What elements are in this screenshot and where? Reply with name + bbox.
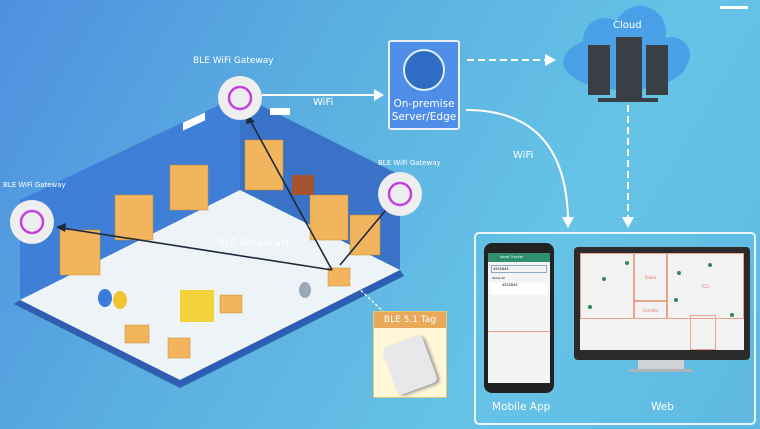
app-title: Asset Tracker bbox=[488, 253, 550, 262]
wifi-label-2: WiFi bbox=[513, 150, 534, 161]
room-corridor: Corridor bbox=[634, 301, 667, 319]
mobile-floor-map bbox=[488, 331, 550, 372]
wifi-label-1: WiFi bbox=[313, 97, 334, 108]
room-stairs: Stairs bbox=[634, 253, 667, 301]
server-label-line1: On-premise bbox=[393, 98, 455, 110]
mobile-app-caption: Mobile App bbox=[492, 401, 551, 413]
room-icu: ICU bbox=[667, 253, 744, 319]
web-monitor: Stairs ICU Corridor bbox=[574, 247, 750, 372]
gateway-left-label: BLE WiFi Gateway bbox=[3, 181, 66, 189]
server-label-line2: Server/Edge bbox=[391, 111, 457, 123]
web-floor-map: Stairs ICU Corridor bbox=[580, 253, 744, 350]
ble-tag-label: BLE 5.1 Tag bbox=[374, 312, 446, 328]
show-all-checkbox[interactable]: Show all bbox=[492, 276, 505, 280]
ble-broadcast-label: BLE Broadcast bbox=[218, 238, 291, 249]
cloud-label: Cloud bbox=[613, 20, 642, 31]
gateway-right-label: BLE WiFi Gateway bbox=[378, 159, 441, 167]
web-caption: Web bbox=[651, 401, 674, 413]
cloud-icon bbox=[563, 6, 690, 102]
tag-device-icon bbox=[381, 334, 439, 396]
ble-tag-card: BLE 5.1 Tag bbox=[373, 311, 447, 398]
mobile-phone: Asset Tracker 4552845 Show all 4552845 bbox=[484, 243, 554, 393]
gateway-icon bbox=[10, 76, 422, 244]
client-apps-panel bbox=[474, 232, 756, 425]
server-icon bbox=[403, 49, 445, 91]
gateway-top-label: BLE WiFi Gateway bbox=[193, 56, 274, 66]
search-input[interactable]: 4552845 bbox=[491, 265, 547, 273]
asset-list-item[interactable]: 4552845 bbox=[490, 283, 548, 295]
